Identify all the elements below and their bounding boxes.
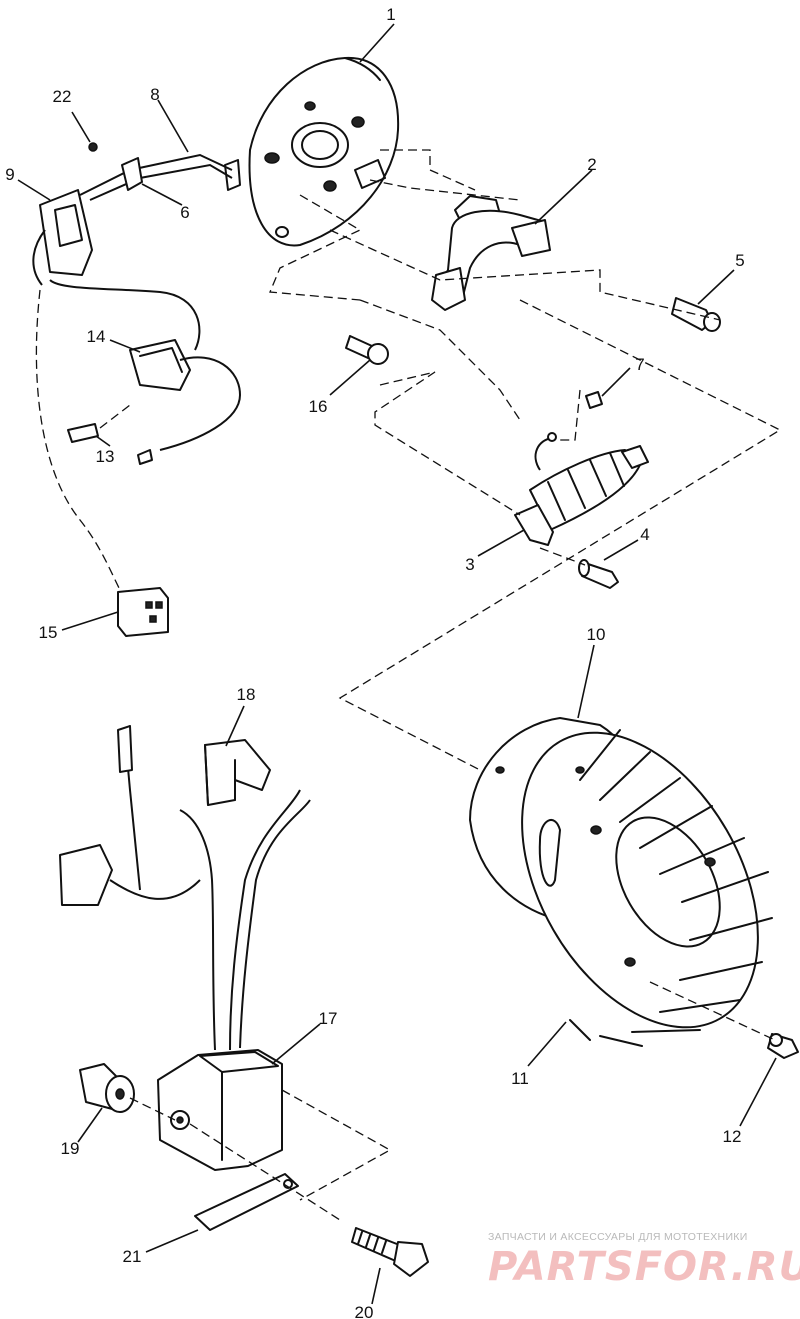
- callout-9: 9: [5, 165, 14, 184]
- bolt-20: [351, 1227, 429, 1277]
- callout-6: 6: [180, 203, 189, 222]
- callout-13: 13: [96, 447, 115, 466]
- callout-17: 17: [319, 1009, 338, 1028]
- callout-7: 7: [635, 355, 644, 374]
- spark-plug-cap: [204, 739, 271, 806]
- assembly-lines: [129, 149, 782, 1221]
- voltage-regulator: [129, 339, 242, 451]
- callout-8: 8: [150, 85, 159, 104]
- callout-3: 3: [465, 555, 474, 574]
- callout-18: 18: [237, 685, 256, 704]
- callout-19: 19: [61, 1139, 80, 1158]
- screw-16: [345, 335, 389, 365]
- callout-2: 2: [587, 155, 596, 174]
- callout-1: 1: [386, 5, 395, 24]
- watermark-tagline: ЗАПЧАСТИ И АКСЕССУАРЫ ДЛЯ МОТОТЕХНИКИ: [488, 1231, 748, 1243]
- wire-harness: [32, 153, 241, 591]
- screw-5: [671, 297, 721, 332]
- callout-16: 16: [309, 397, 328, 416]
- callout-21: 21: [123, 1247, 142, 1266]
- screw-4: [578, 559, 619, 589]
- exciter-coil-bracket: [431, 195, 551, 311]
- screw-12: [767, 1033, 799, 1059]
- screw-22: [88, 142, 98, 152]
- callout-numbers: 1 2 3 4 5 6 7 8 9 10 11 12 13 14 15 16 1…: [5, 5, 744, 1319]
- terminal-13: [67, 404, 153, 465]
- lighting-coil: [514, 432, 649, 546]
- watermark-brand: PARTSFOR.RU: [488, 1244, 800, 1290]
- sleeve-19: [79, 1063, 135, 1113]
- flywheel: [469, 717, 773, 1047]
- leader-lines: [17, 23, 777, 1305]
- screw-7: [585, 391, 603, 409]
- callout-5: 5: [735, 251, 744, 270]
- callout-14: 14: [87, 327, 106, 346]
- watermark: ЗАПЧАСТИ И АКСЕССУАРЫ ДЛЯ МОТОТЕХНИКИ PA…: [488, 1231, 800, 1290]
- callout-15: 15: [39, 623, 58, 642]
- callout-10: 10: [587, 625, 606, 644]
- ignition-coil: [59, 725, 311, 1171]
- stator-plate: [248, 56, 400, 247]
- callout-12: 12: [723, 1127, 742, 1146]
- callout-11: 11: [511, 1069, 529, 1088]
- callout-20: 20: [355, 1303, 374, 1319]
- strap-21: [194, 1173, 299, 1231]
- connector-15: [117, 587, 169, 637]
- callout-22: 22: [53, 87, 72, 106]
- callout-4: 4: [640, 525, 649, 544]
